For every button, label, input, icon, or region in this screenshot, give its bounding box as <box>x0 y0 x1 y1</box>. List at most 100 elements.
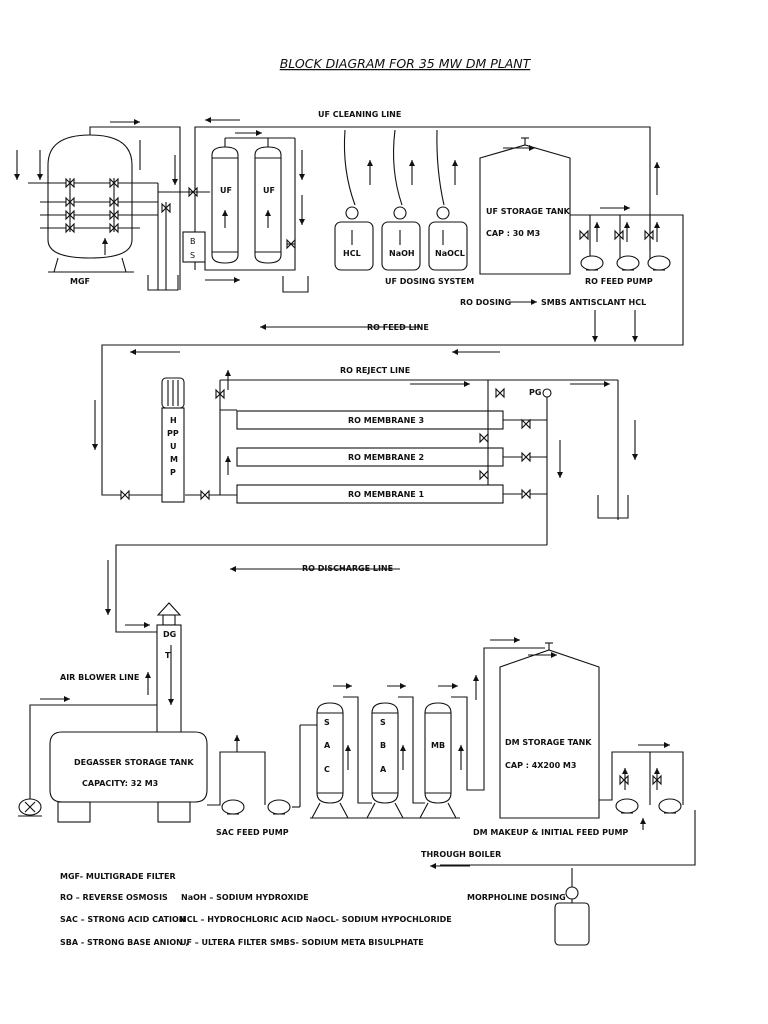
legend-hcl-naocl: HCL – HYDROCHLORIC ACID NaOCL- SODIUM HY… <box>180 915 452 924</box>
ro-membrane-1-label: RO MEMBRANE 1 <box>348 490 425 499</box>
dgt-label-t: T <box>165 651 171 660</box>
through-boiler-label: THROUGH BOILER <box>421 850 501 859</box>
sac-feed-pump-label: SAC FEED PUMP <box>216 828 289 837</box>
mb-label: MB <box>431 741 445 750</box>
morpholine-dosing-label: MORPHOLINE DOSING <box>467 893 566 902</box>
mgf-outlet-valve <box>161 202 171 214</box>
ro-dosing-chemicals: SMBS ANTISCLANT HCL <box>541 298 646 307</box>
legend-sac: SAC – STRONG ACID CATION <box>60 915 185 924</box>
sac-label-s: S <box>324 718 330 727</box>
uf-cleaning-line-label: UF CLEANING LINE <box>318 110 401 119</box>
uf-storage-tank <box>479 137 571 275</box>
ro-reject-valve-top <box>495 387 505 399</box>
uf-tank-label: UF STORAGE TANK <box>486 207 571 216</box>
dm-pump-valve-1 <box>619 774 629 786</box>
pg-label: PG <box>529 388 541 397</box>
pressure-gauge <box>542 388 552 398</box>
sac-feed-pump-2 <box>267 799 291 815</box>
degasser-storage-tank <box>49 731 208 823</box>
bs-label-s: S <box>190 251 195 260</box>
ro-permeate-valve-2 <box>521 451 531 463</box>
legend-uf-smbs: UF – ULTERA FILTER SMBS- SODIUM META BIS… <box>180 938 424 947</box>
uf-vessel-2 <box>254 146 282 264</box>
degasser-tank-label: DEGASSER STORAGE TANK <box>74 758 194 767</box>
uf-tank-cap: CAP : 30 M3 <box>486 229 540 238</box>
legend-naoh: NaOH – SODIUM HYDROXIDE <box>181 893 309 902</box>
hp-pump-u: U <box>170 442 177 451</box>
mgf-valve-1 <box>65 177 75 189</box>
ro-feed-line-label: RO FEED LINE <box>367 323 429 332</box>
hcl-tank <box>334 221 374 271</box>
hp-pump-p: P <box>170 468 176 477</box>
ro-membrane-2-label: RO MEMBRANE 2 <box>348 453 424 462</box>
hp-pump-h: H <box>170 416 177 425</box>
ro-feed-pump-3 <box>647 255 671 271</box>
ro-interstage-valve-2 <box>479 469 489 481</box>
ro-discharge-line-label: RO DISCHARGE LINE <box>302 564 393 573</box>
mgf-valve-2 <box>109 177 119 189</box>
bs-strainer <box>182 231 206 263</box>
hp-pump-m: M <box>170 455 178 464</box>
uf-1-label: UF <box>220 186 232 195</box>
ro-membrane-3-label: RO MEMBRANE 3 <box>348 416 424 425</box>
mgf-valve-7 <box>65 222 75 234</box>
dm-tank-cap: CAP : 4X200 M3 <box>505 761 576 770</box>
ro-permeate-valve-3 <box>521 418 531 430</box>
air-blower <box>18 798 42 817</box>
uf-vessel-1 <box>211 146 239 264</box>
naocl-tank <box>428 221 468 271</box>
hp-pump-pp: PP <box>167 429 179 438</box>
hp-pump-outlet-valve <box>200 489 210 501</box>
uf-2-label: UF <box>263 186 275 195</box>
sac-label-c: C <box>324 765 330 774</box>
legend-mgf: MGF- MULTIGRADE FILTER <box>60 872 176 881</box>
mgf-valve-6 <box>109 209 119 221</box>
sba-label-a: A <box>380 765 387 774</box>
ro-interstage-valve-1 <box>479 432 489 444</box>
mgf-valve-4 <box>109 196 119 208</box>
naoh-tank <box>381 221 421 271</box>
naoh-label: NaOH <box>389 249 415 258</box>
legend-sba: SBA - STRONG BASE ANION , <box>60 938 189 947</box>
ro-feed-pump-2 <box>616 255 640 271</box>
ro-feed-valve-3 <box>644 229 654 241</box>
mb-vessel <box>419 702 457 819</box>
hp-pump <box>161 377 185 503</box>
mgf-valve-5 <box>65 209 75 221</box>
ro-dosing-label: RO DOSING <box>460 298 511 307</box>
bs-label-b: B <box>190 237 196 246</box>
sba-vessel <box>366 702 404 819</box>
sac-feed-pump-1 <box>221 799 245 815</box>
dm-storage-tank <box>499 642 600 819</box>
ro-reject-valve-left <box>215 388 225 400</box>
ro-feed-valve-2 <box>614 229 624 241</box>
sac-vessel <box>311 702 349 819</box>
degasser-tower <box>156 602 182 734</box>
mgf-valve-8 <box>109 222 119 234</box>
ro-feed-pump-label: RO FEED PUMP <box>585 277 653 286</box>
mgf-label: MGF <box>70 277 90 286</box>
hcl-label: HCL <box>343 249 361 258</box>
naocl-label: NaOCL <box>435 249 465 258</box>
sac-label-a: A <box>324 741 331 750</box>
ro-feed-valve-1 <box>579 229 589 241</box>
degasser-tank-capacity: CAPACITY: 32 M3 <box>82 779 158 788</box>
dm-pump-2 <box>658 798 682 814</box>
air-blower-line-label: AIR BLOWER LINE <box>60 673 139 682</box>
sba-label-b: B <box>380 741 386 750</box>
ro-reject-line-label: RO REJECT LINE <box>340 366 410 375</box>
sba-label-s: S <box>380 718 386 727</box>
dm-pump-label: DM MAKEUP & INITIAL FEED PUMP <box>473 828 628 837</box>
mgf-vessel <box>47 134 134 273</box>
dm-tank-label: DM STORAGE TANK <box>505 738 592 747</box>
dgt-label-dg: DG <box>163 630 176 639</box>
ro-feed-pump-1 <box>580 255 604 271</box>
hp-pump-inlet-valve <box>120 489 130 501</box>
morpholine-dosing-tank <box>554 868 590 946</box>
mgf-valve-3 <box>65 196 75 208</box>
dm-pump-1 <box>615 798 639 814</box>
ro-permeate-valve-1 <box>521 488 531 500</box>
legend-ro: RO – REVERSE OSMOSIS <box>60 893 168 902</box>
diagram-title: BLOCK DIAGRAM FOR 35 MW DM PLANT <box>280 56 532 71</box>
